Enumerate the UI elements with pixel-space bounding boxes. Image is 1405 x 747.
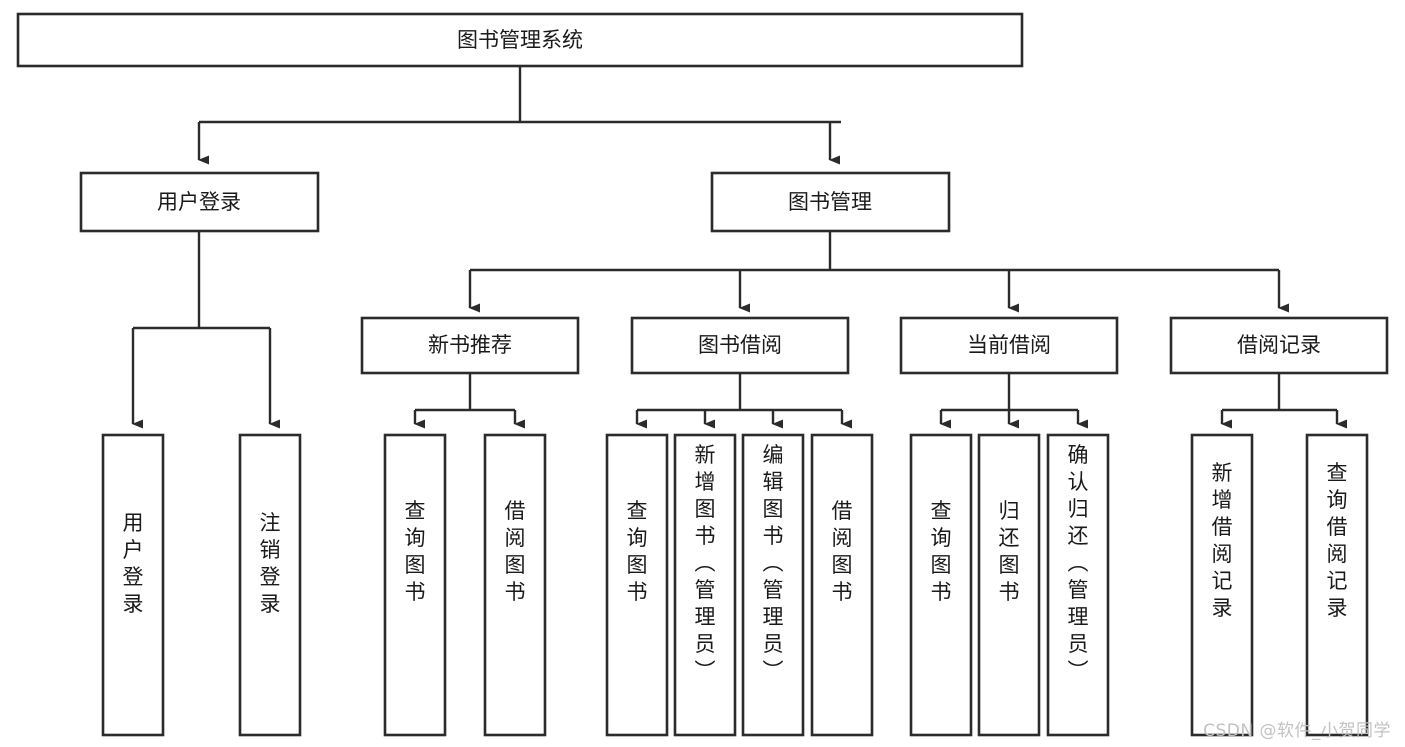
node-borrow-record[interactable]: 借阅记录	[1169, 316, 1389, 375]
node-leaf-current-borrow-2[interactable]: 归还图书	[977, 433, 1041, 737]
node-leaf-label: 归还图书	[999, 499, 1020, 604]
connector-group-current-borrow-to-leaves	[939, 373, 1088, 429]
node-book-borrow-box[interactable]	[630, 316, 850, 375]
node-leaf-label: 查询图书	[405, 499, 426, 604]
node-leaf-label: 确认归还︵管理员︶	[1068, 443, 1089, 683]
connector-group-new-book-to-leaves	[413, 373, 525, 429]
node-leaf-label: 借阅图书	[832, 499, 853, 604]
node-leaf-current-borrow-1[interactable]: 查询图书	[909, 433, 973, 737]
connector-group-user-login-to-leaves	[131, 231, 280, 429]
node-borrow-record-box[interactable]	[1169, 316, 1389, 375]
node-leaf-new-book-1[interactable]: 查询图书	[383, 433, 447, 737]
node-leaf-label: 编辑图书︵管理员︶	[763, 443, 784, 683]
node-user-login-label: 用户登录	[157, 190, 241, 214]
connector-group-book-borrow-to-leaves	[635, 373, 852, 429]
connector-group-book-manage-to-level3	[468, 231, 1289, 313]
node-leaf-book-borrow-2[interactable]: 新增图书︵管理员︶	[673, 433, 737, 737]
node-leaf-box[interactable]	[1046, 433, 1110, 737]
node-leaf-borrow-record-1[interactable]: 新增借阅记录	[1190, 433, 1254, 737]
node-book-management-box[interactable]	[710, 171, 951, 233]
node-leaf-new-book-2[interactable]: 借阅图书	[483, 433, 547, 737]
node-current-borrow[interactable]: 当前借阅	[899, 316, 1119, 375]
node-leaf-box[interactable]	[977, 433, 1041, 737]
node-leaf-label: 查询图书	[627, 499, 648, 604]
node-leaf-label: 注销登录	[260, 511, 281, 616]
node-root-label: 图书管理系统	[457, 28, 583, 52]
node-leaf-box[interactable]	[741, 433, 805, 737]
node-leaf-borrow-record-2[interactable]: 查询借阅记录	[1305, 433, 1369, 737]
node-leaf-book-borrow-3[interactable]: 编辑图书︵管理员︶	[741, 433, 805, 737]
node-leaf-box[interactable]	[238, 433, 302, 737]
node-leaf-label: 查询借阅记录	[1327, 461, 1348, 620]
node-new-book-recommend[interactable]: 新书推荐	[360, 316, 580, 375]
node-leaf-box[interactable]	[483, 433, 547, 737]
node-current-borrow-label: 当前借阅	[967, 333, 1051, 357]
node-book-management[interactable]: 图书管理	[710, 171, 951, 233]
node-leaf-box[interactable]	[101, 433, 165, 737]
node-leaf-label: 新增借阅记录	[1212, 461, 1233, 620]
node-root-box[interactable]	[16, 12, 1024, 68]
node-book-borrow-label: 图书借阅	[698, 333, 782, 357]
node-leaf-label: 新增图书︵管理员︶	[695, 443, 716, 683]
node-book-borrow[interactable]: 图书借阅	[630, 316, 850, 375]
node-leaf-label: 查询图书	[931, 499, 952, 604]
node-leaf-box[interactable]	[383, 433, 447, 737]
node-leaf-user-login-1[interactable]: 用户登录	[101, 433, 165, 737]
node-leaf-current-borrow-3[interactable]: 确认归还︵管理员︶	[1046, 433, 1110, 737]
node-root-book-management-system[interactable]: 图书管理系统	[16, 12, 1024, 68]
node-new-book-recommend-label: 新书推荐	[428, 333, 512, 357]
node-leaf-box[interactable]	[1305, 433, 1369, 737]
node-leaf-box[interactable]	[673, 433, 737, 737]
node-current-borrow-box[interactable]	[899, 316, 1119, 375]
node-leaf-box[interactable]	[810, 433, 874, 737]
node-user-login-box[interactable]	[79, 171, 320, 233]
node-new-book-recommend-box[interactable]	[360, 316, 580, 375]
node-leaf-book-borrow-1[interactable]: 查询图书	[605, 433, 669, 737]
connector-group-borrow-record-to-leaves	[1220, 373, 1347, 429]
node-leaf-box[interactable]	[605, 433, 669, 737]
node-leaf-user-login-2[interactable]: 注销登录	[238, 433, 302, 737]
node-borrow-record-label: 借阅记录	[1237, 333, 1321, 357]
node-leaf-box[interactable]	[1190, 433, 1254, 737]
node-user-login[interactable]: 用户登录	[79, 171, 320, 233]
node-leaf-box[interactable]	[909, 433, 973, 737]
node-leaf-book-borrow-4[interactable]: 借阅图书	[810, 433, 874, 737]
node-leaf-label: 用户登录	[123, 511, 144, 616]
connector-group-root-to-level2	[197, 66, 841, 165]
node-book-management-label: 图书管理	[788, 190, 872, 214]
node-leaf-label: 借阅图书	[505, 499, 526, 604]
